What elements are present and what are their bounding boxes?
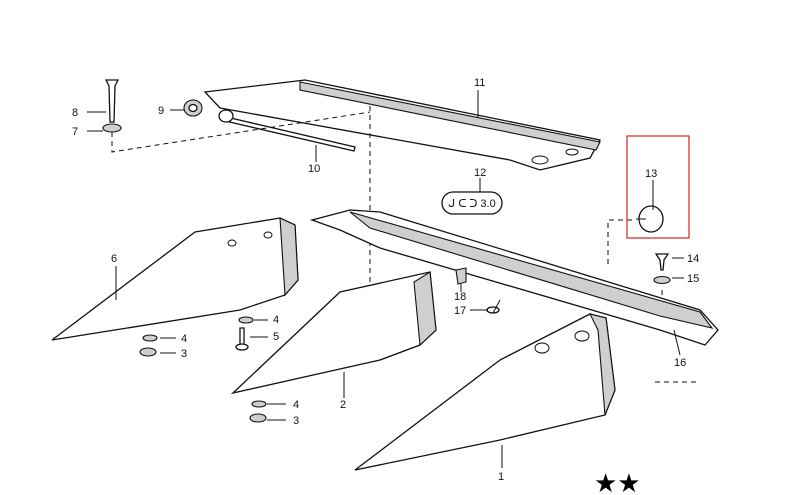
- part-5-bolt[interactable]: [235, 327, 249, 351]
- callout-4a: 4: [181, 333, 187, 345]
- callout-7: 7: [72, 126, 78, 138]
- emblem-label: ᒍ ᑕ ᑐ 3.0: [448, 198, 495, 210]
- part-15-washer[interactable]: [653, 275, 671, 285]
- callout-9: 9: [158, 105, 164, 117]
- part-18-clip[interactable]: [455, 267, 467, 285]
- assembly-line-7: [111, 111, 371, 153]
- callout-3b: 3: [293, 415, 299, 427]
- callout-2: 2: [340, 399, 346, 411]
- part-4-washer-c[interactable]: [251, 400, 267, 408]
- part-2-middle-fin[interactable]: [230, 271, 437, 395]
- callout-3a: 3: [181, 348, 187, 360]
- leader-lines: [87, 90, 700, 468]
- callout-16: 16: [674, 357, 686, 369]
- callout-10: 10: [308, 163, 320, 175]
- part-7-washer[interactable]: [102, 123, 122, 133]
- callouts: 1 2 3 3 4 4 4 5 6 7 8 9 10 11 12 13 14 1…: [72, 77, 699, 483]
- callout-8: 8: [72, 107, 78, 119]
- part-17-screw[interactable]: [486, 299, 501, 314]
- part-11-spoiler-lip[interactable]: [203, 79, 601, 171]
- callout-12: 12: [474, 167, 486, 179]
- part-3-nut-b[interactable]: [249, 413, 267, 423]
- callout-11: 11: [474, 77, 485, 89]
- callout-14: 14: [687, 253, 699, 265]
- part-1-right-fin[interactable]: [354, 313, 616, 471]
- part-8-bolt[interactable]: [104, 79, 120, 123]
- part-4-washer-a[interactable]: [142, 334, 158, 342]
- callout-18: 18: [454, 291, 466, 303]
- callout-15: 15: [687, 273, 699, 285]
- assembly-line-13: [607, 219, 636, 264]
- part-14-screw[interactable]: [654, 253, 670, 271]
- callout-6: 6: [111, 253, 117, 265]
- callout-4c: 4: [293, 399, 299, 411]
- part-13-cap[interactable]: [636, 205, 664, 233]
- callout-4b: 4: [273, 314, 279, 326]
- part-4-washer-b[interactable]: [238, 316, 254, 324]
- callout-13: 13: [645, 168, 657, 180]
- callout-1: 1: [498, 471, 504, 483]
- callout-5: 5: [273, 331, 279, 343]
- star-marker: ★★: [594, 469, 641, 495]
- highlight-box-13: [626, 135, 690, 239]
- part-16-main-spoiler[interactable]: [309, 209, 719, 346]
- part-9-grommet[interactable]: [183, 99, 203, 117]
- part-3-nut-a[interactable]: [139, 347, 157, 357]
- part-6-left-fin[interactable]: [51, 217, 299, 341]
- part-12-emblem[interactable]: ᒍ ᑕ ᑐ 3.0: [441, 191, 503, 215]
- part-10-threaded-rod[interactable]: [218, 109, 356, 152]
- callout-17: 17: [454, 305, 466, 317]
